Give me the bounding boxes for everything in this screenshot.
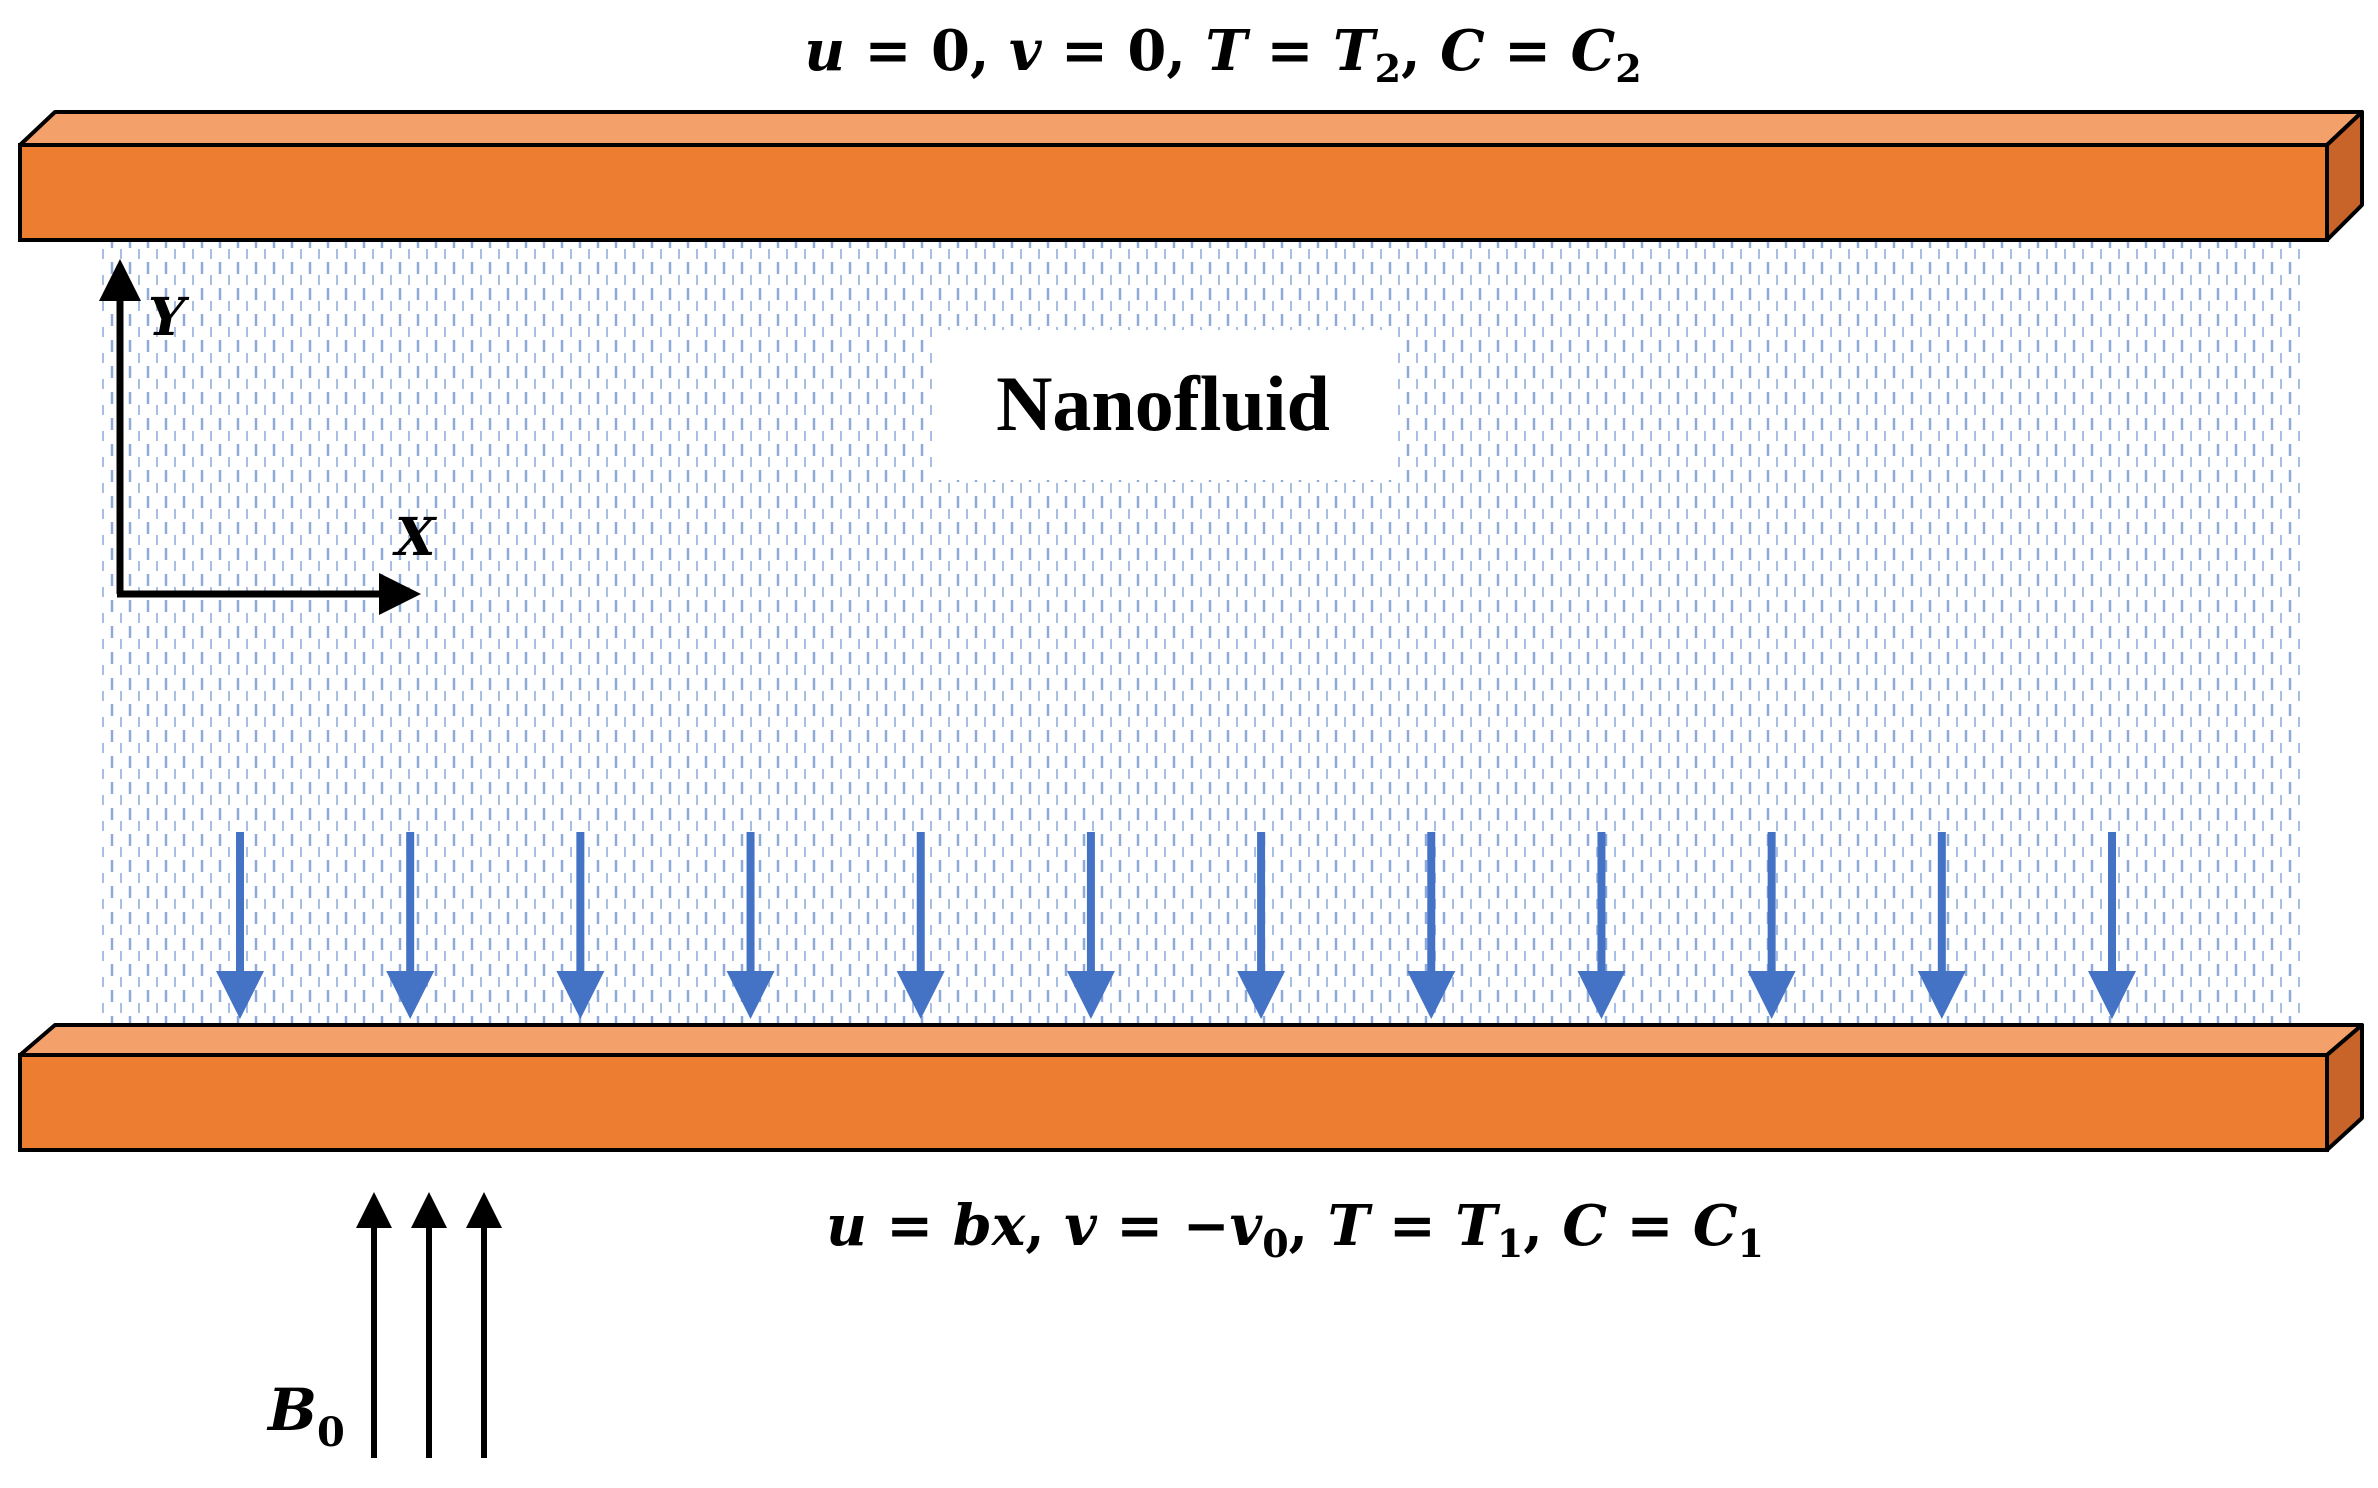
- bottom-T-sub: 1: [1497, 1221, 1523, 1266]
- bottom-u-val: bx: [953, 1193, 1026, 1259]
- bottom-T-val: T: [1455, 1193, 1501, 1259]
- bottom-u-var: u: [826, 1193, 867, 1259]
- nanofluid-label-box: [932, 330, 1394, 480]
- bottom-plate: [18, 1023, 2364, 1152]
- nanofluid-label: Nanofluid: [996, 360, 1330, 447]
- bottom-boundary-condition: u = bx, v = −v0, T = T1, C = C1: [826, 1193, 1764, 1266]
- magnetic-field-arrows: [356, 1192, 502, 1458]
- top-plate: [18, 110, 2364, 242]
- top-plate-front-face: [18, 143, 2329, 242]
- y-axis-label: Y: [148, 287, 190, 348]
- bottom-C-var: C: [1562, 1193, 1607, 1259]
- bottom-T-var: T: [1328, 1193, 1374, 1259]
- coordinate-axes: Y X: [99, 259, 438, 615]
- top-plate-top-face: [18, 110, 2364, 147]
- top-C-val: C: [1571, 18, 1616, 84]
- bottom-v-sub: 0: [1262, 1221, 1288, 1266]
- field-sub: 0: [317, 1409, 345, 1456]
- top-v-var: v: [1009, 18, 1043, 84]
- top-T-sub: 2: [1375, 46, 1401, 91]
- bottom-plate-top-face: [18, 1023, 2364, 1057]
- x-axis-label: X: [392, 507, 438, 568]
- magnetic-field-label: B0: [266, 1376, 345, 1456]
- top-u-var: u: [804, 18, 845, 84]
- bottom-C-val: C: [1693, 1193, 1738, 1259]
- bottom-C-sub: 1: [1737, 1221, 1763, 1266]
- bottom-v-var: v: [1064, 1193, 1098, 1259]
- top-C-var: C: [1440, 18, 1485, 84]
- bottom-plate-front-face: [18, 1053, 2329, 1152]
- top-C-sub: 2: [1615, 46, 1641, 91]
- field-symbol: B: [266, 1376, 317, 1444]
- top-v-val: 0: [1127, 18, 1166, 84]
- top-T-val: T: [1333, 18, 1379, 84]
- top-boundary-condition: u = 0, v = 0, T = T2, C = C2: [804, 18, 1641, 91]
- suction-arrows: [216, 832, 2136, 1019]
- bottom-v-val: −v: [1183, 1193, 1264, 1259]
- top-T-var: T: [1205, 18, 1251, 84]
- top-u-val: 0: [931, 18, 970, 84]
